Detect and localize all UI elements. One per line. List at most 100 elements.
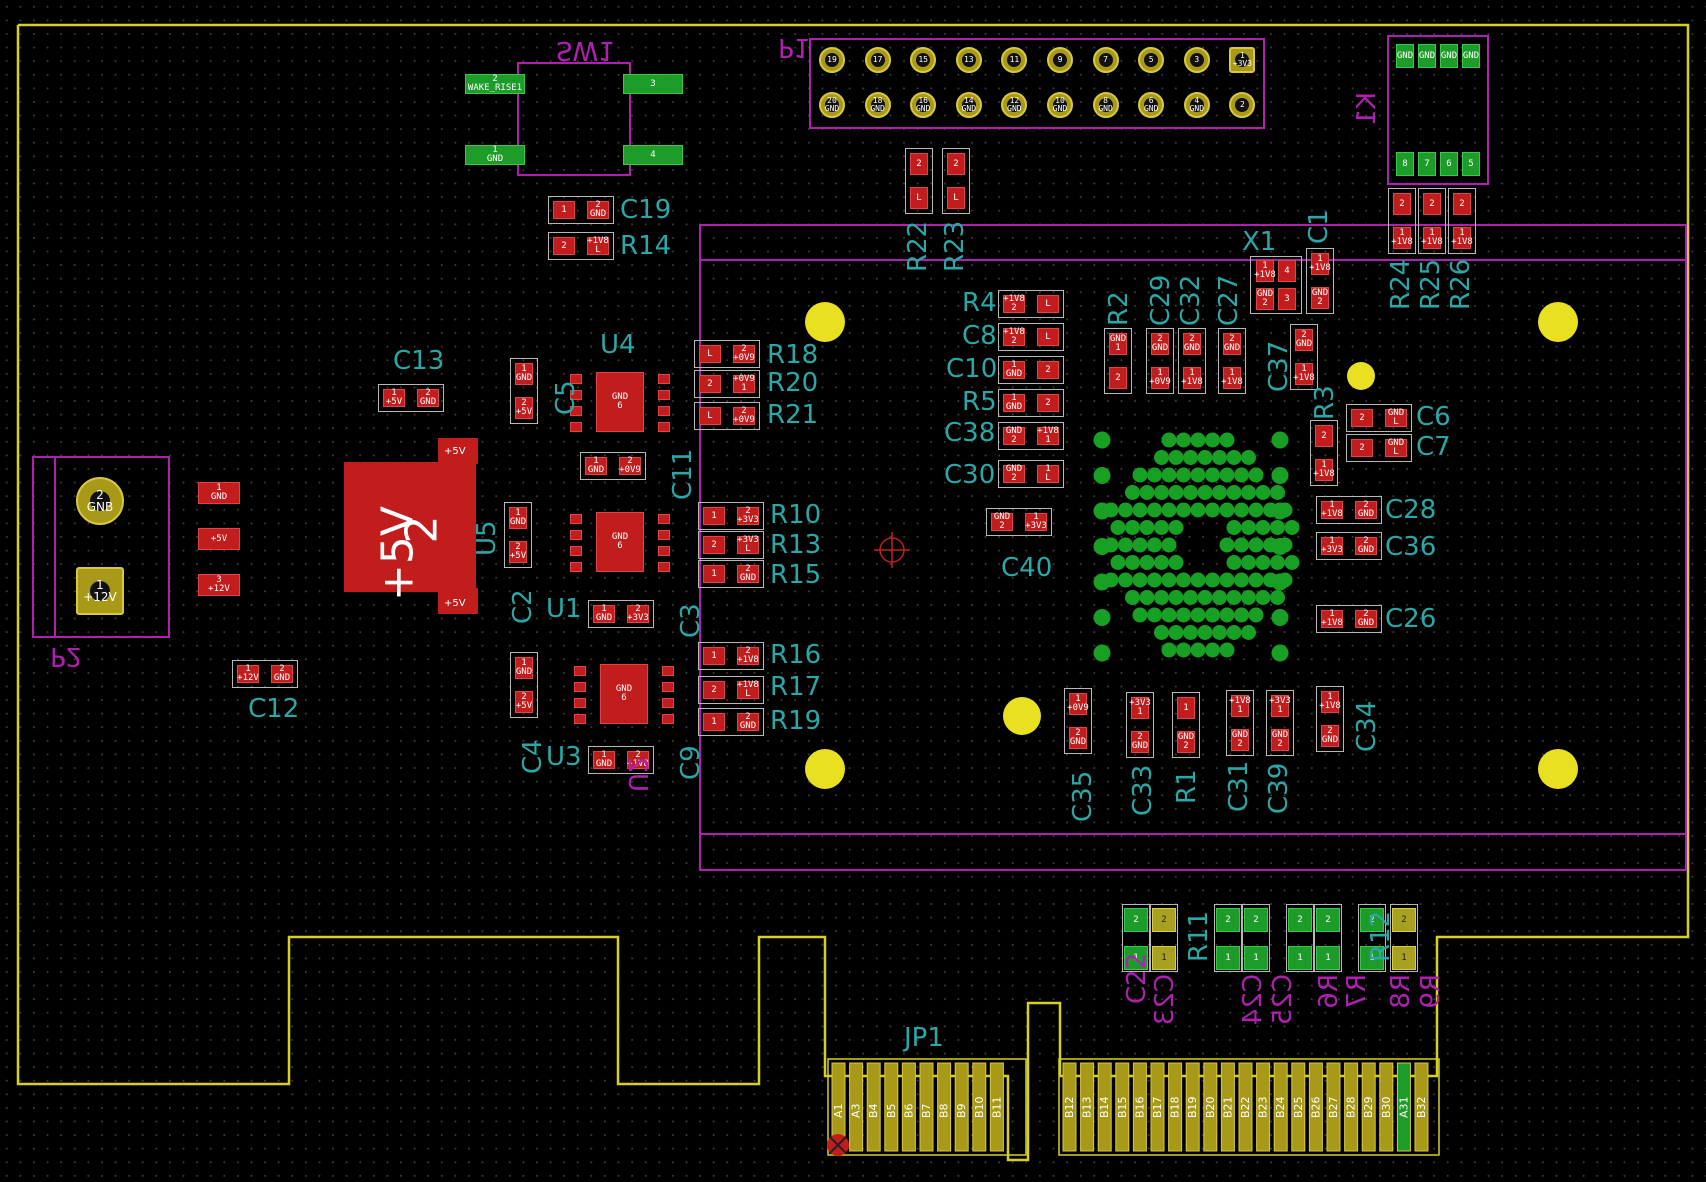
bga-ball[interactable] (1110, 555, 1126, 570)
x1-pad[interactable]: 3 (1278, 288, 1296, 310)
bga-ball[interactable] (1125, 520, 1140, 535)
r16-pad2[interactable]: 2+1V8 (737, 646, 759, 665)
bga-ball[interactable] (1226, 590, 1242, 605)
bga-ball[interactable] (1219, 537, 1235, 553)
bga-ball[interactable] (1183, 450, 1198, 465)
r21-pad1[interactable]: L (699, 407, 721, 425)
bga-ball[interactable] (1132, 502, 1148, 518)
r6-pad1[interactable]: 1 (1288, 946, 1312, 970)
bga-ball[interactable] (1197, 625, 1213, 640)
u1-pin[interactable] (658, 530, 670, 540)
c24-pad2[interactable]: 2 (1216, 908, 1240, 932)
bga-ball[interactable] (1234, 537, 1249, 553)
edge-finger[interactable] (1062, 1062, 1077, 1152)
bga-ball[interactable] (1205, 467, 1220, 483)
r20-pad1[interactable]: 2 (699, 375, 721, 393)
edge-finger[interactable] (972, 1062, 987, 1152)
p2-pin-1[interactable]: 1+12V (76, 567, 124, 615)
bga-ball[interactable] (1255, 520, 1271, 535)
bga-ball[interactable] (1147, 537, 1162, 553)
bga-ball[interactable] (1241, 590, 1256, 605)
u3-pin[interactable] (574, 666, 586, 676)
r7-pad1[interactable]: 1 (1316, 946, 1340, 970)
edge-finger[interactable] (1273, 1062, 1288, 1152)
k1-pad-bottom[interactable]: 8 (1396, 152, 1414, 176)
bga-ball[interactable] (1125, 485, 1140, 500)
bga-ball[interactable] (1212, 485, 1227, 500)
bga-ball[interactable] (1234, 572, 1249, 588)
bga-ball[interactable] (1154, 555, 1169, 570)
bga-ball[interactable] (1234, 467, 1249, 483)
bga-ball[interactable] (1110, 520, 1126, 535)
bga-ball[interactable] (1226, 555, 1242, 570)
bga-ball[interactable] (1161, 432, 1177, 448)
c40-pad2[interactable]: 1+3V3 (1025, 512, 1047, 531)
p1-pin-15[interactable]: 15 (910, 47, 937, 73)
c23-pad2[interactable]: 2 (1152, 908, 1176, 932)
bga-ball[interactable] (1132, 537, 1148, 553)
r23-pad2[interactable]: L (947, 187, 965, 209)
edge-finger[interactable] (919, 1062, 934, 1152)
r8-pad1[interactable]: 1 (1360, 946, 1384, 970)
c1-pad1[interactable]: 1+1V8 (1309, 253, 1331, 275)
r19-pad1[interactable]: 1 (703, 713, 725, 731)
r17-pad1[interactable]: 2 (703, 681, 725, 699)
c28-pad1[interactable]: 1+1V8 (1321, 500, 1343, 519)
c11-pad2[interactable]: 2+0V9 (619, 456, 641, 475)
bga-ball[interactable] (1176, 607, 1191, 623)
bga-ball[interactable] (1168, 485, 1184, 500)
sw1-pad4[interactable]: 4 (623, 145, 683, 165)
bga-side-ball[interactable] (1271, 644, 1289, 662)
x1-pad[interactable]: 4 (1278, 260, 1296, 282)
bga-ball[interactable] (1190, 642, 1206, 658)
r26-pad1[interactable]: 2 (1453, 193, 1471, 215)
bga-ball[interactable] (1205, 642, 1220, 658)
bga-side-ball[interactable] (1271, 431, 1289, 449)
c3-pad2[interactable]: 2+3V3 (627, 604, 649, 623)
bga-ball[interactable] (1219, 502, 1235, 518)
bga-ball[interactable] (1176, 572, 1191, 588)
c23-pad1[interactable]: 1 (1152, 946, 1176, 970)
u4-pin[interactable] (658, 406, 670, 416)
bga-ball[interactable] (1125, 590, 1140, 605)
edge-finger[interactable] (1414, 1062, 1429, 1152)
p2-smd-2[interactable]: +5V (198, 528, 240, 550)
bga-ball[interactable] (1212, 590, 1227, 605)
bga-ball[interactable] (1161, 537, 1177, 553)
bga-ball[interactable] (1168, 520, 1184, 535)
x1-pad[interactable]: 1+1V8 (1254, 260, 1276, 282)
bga-ball[interactable] (1190, 467, 1206, 483)
bga-ball[interactable] (1219, 607, 1235, 623)
bga-ball[interactable] (1197, 450, 1213, 465)
c6-pad1[interactable]: 2 (1351, 409, 1373, 427)
bga-ball[interactable] (1226, 450, 1242, 465)
bga-ball[interactable] (1270, 520, 1285, 535)
